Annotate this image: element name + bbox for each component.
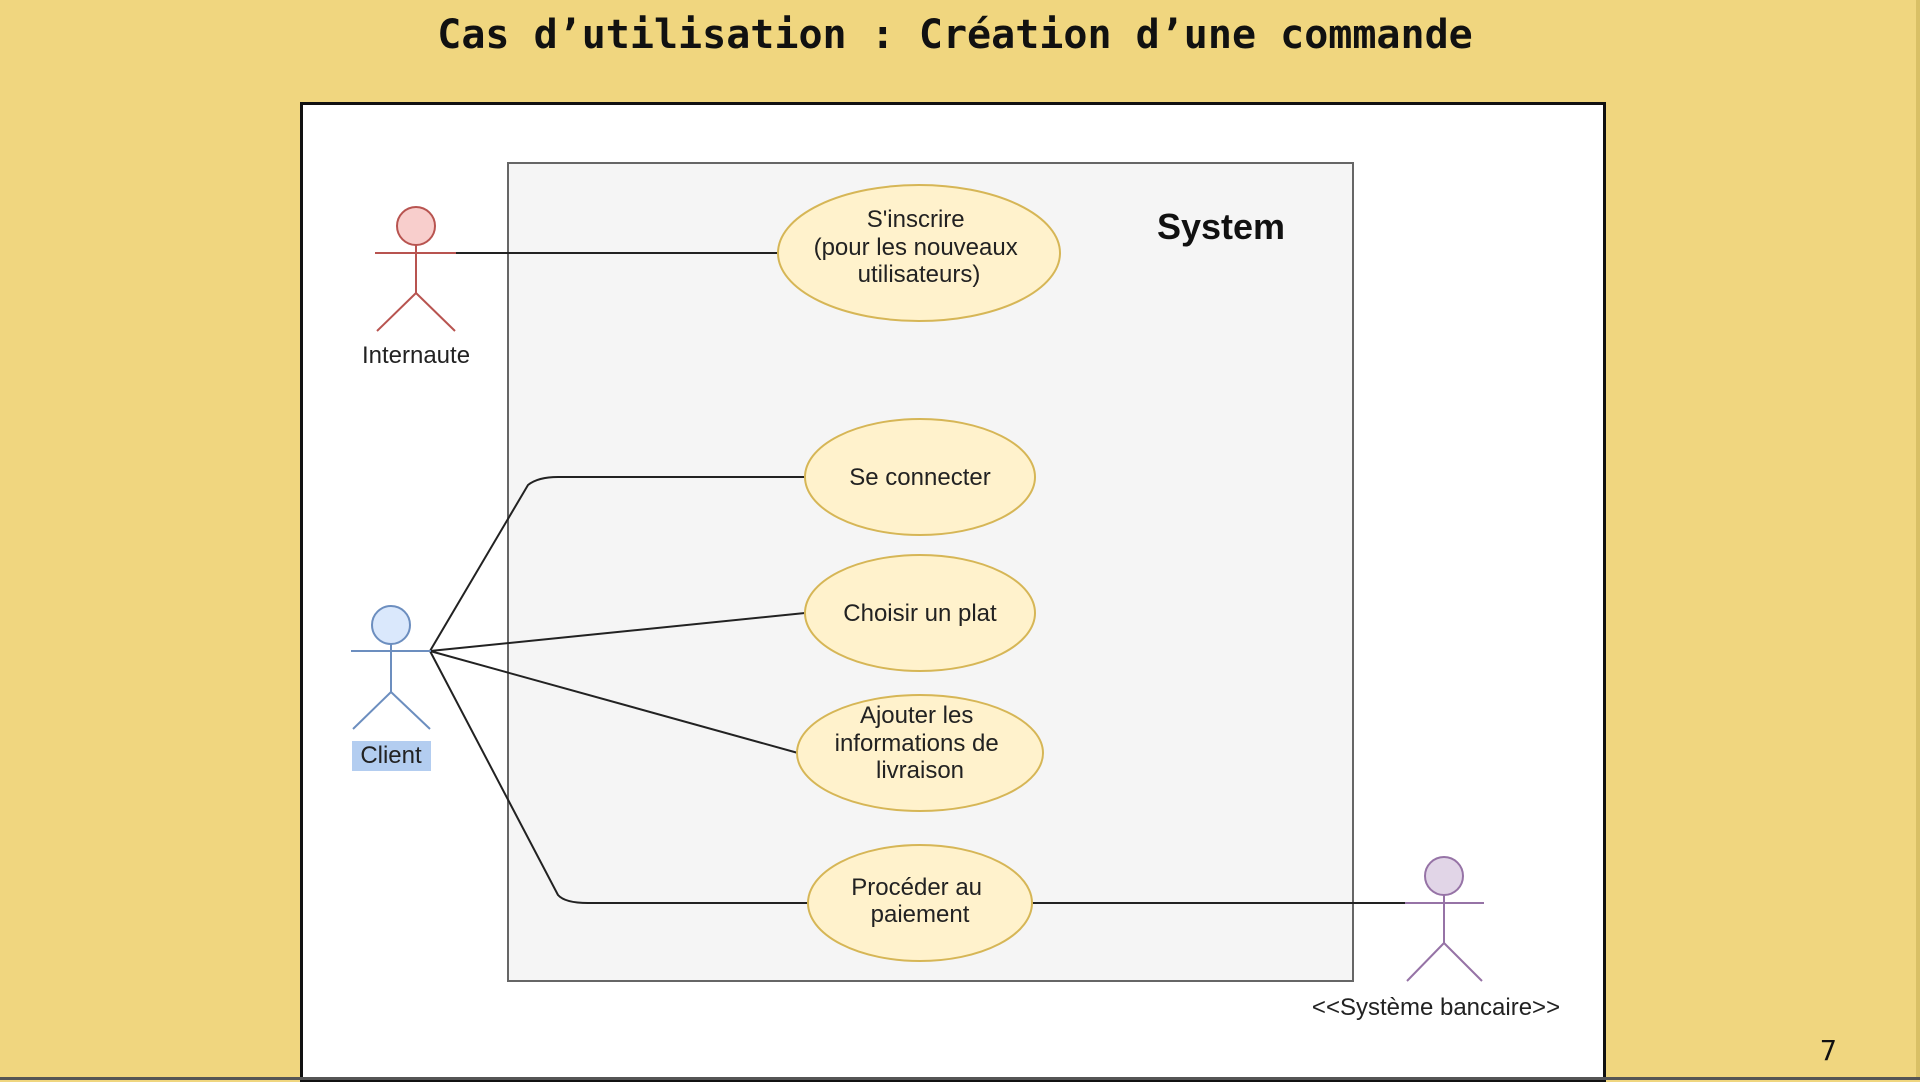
actor-systeme-bancaire[interactable]: <<Système bancaire>> xyxy=(1312,856,1560,1021)
actor-label: <<Système bancaire>> xyxy=(1312,994,1560,1021)
usecase-label: (pour les nouveaux xyxy=(814,234,1018,261)
usecase-label: utilisateurs) xyxy=(858,261,981,288)
actor-internaute[interactable]: Internaute xyxy=(362,206,470,369)
usecase-label: Choisir un plat xyxy=(843,600,997,627)
page-number: 7 xyxy=(1820,1034,1837,1067)
association-client-choisir[interactable] xyxy=(429,612,806,652)
slide-title: Cas d’utilisation : Création d’une comma… xyxy=(437,12,1473,58)
usecase-payer[interactable]: Procéder au paiement xyxy=(807,844,1033,962)
actor-client[interactable]: Client xyxy=(351,605,431,771)
actor-label: Internaute xyxy=(362,342,470,369)
usecase-inscrire[interactable]: S'inscrire (pour les nouveaux utilisateu… xyxy=(777,184,1061,322)
usecase-label: Ajouter les xyxy=(860,702,973,729)
association-client-ajouter[interactable] xyxy=(429,650,799,754)
association-client-connecter[interactable] xyxy=(429,476,805,652)
usecase-label: livraison xyxy=(876,757,964,784)
stick-figure-icon xyxy=(375,206,456,332)
association-client-payer[interactable] xyxy=(429,650,808,904)
system-label: System xyxy=(1157,206,1285,247)
usecase-connecter[interactable]: Se connecter xyxy=(804,418,1036,536)
actor-label: Client xyxy=(360,742,422,769)
stick-figure-icon xyxy=(1405,856,1484,982)
diagram-frame: System S'inscrire (pour les nouveaux uti… xyxy=(300,102,1606,1082)
slide-edge xyxy=(1916,0,1920,1080)
usecase-label: Procéder au xyxy=(851,874,982,901)
usecase-label: S'inscrire xyxy=(867,206,965,233)
svg-text:Procéder au paiement: Procéder au paiement xyxy=(851,874,988,928)
usecase-label: Se connecter xyxy=(849,464,990,491)
usecase-ajouter[interactable]: Ajouter les informations de livraison xyxy=(796,694,1044,812)
stick-figure-icon xyxy=(351,605,431,730)
slide-edge xyxy=(0,1077,1920,1080)
svg-text:Se connecter: Se connecter xyxy=(849,464,990,491)
use-case-diagram: System S'inscrire (pour les nouveaux uti… xyxy=(351,162,1560,1021)
text-selection-highlight xyxy=(352,741,431,771)
usecase-label: paiement xyxy=(871,901,970,928)
svg-text:S'inscrire (pour les n: S'inscrire (pour les nouveaux utilisateu… xyxy=(814,206,1025,288)
usecase-choisir[interactable]: Choisir un plat xyxy=(804,554,1036,672)
svg-text:Choisir un plat: Choisir un plat xyxy=(843,600,997,627)
svg-text:Ajouter les informatio: Ajouter les informations de livraison xyxy=(835,702,1006,784)
usecase-label: informations de xyxy=(835,730,999,757)
